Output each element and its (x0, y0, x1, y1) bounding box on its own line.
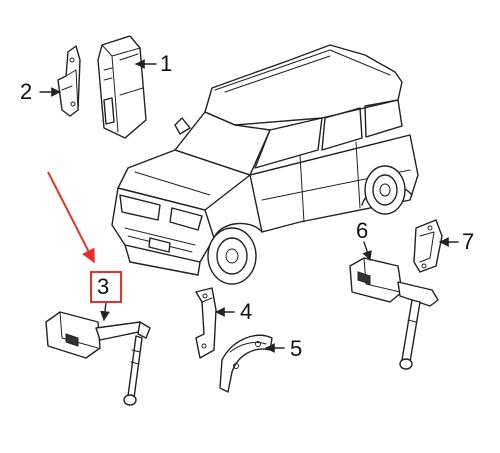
callout-3: 3 (97, 274, 110, 299)
part-6-height-sensor (349, 257, 439, 370)
highlight-arrow (47, 171, 95, 264)
part-4-bracket (195, 287, 217, 359)
part-3-height-sensor (45, 311, 151, 406)
callout-5: 5 (290, 336, 303, 361)
leader-arrow-3 (100, 301, 110, 321)
part-7-bracket (413, 219, 443, 273)
callout-7: 7 (462, 229, 475, 254)
callout-4: 4 (240, 299, 253, 324)
vehicle-illustration (111, 44, 419, 285)
part-2-bracket (57, 45, 81, 117)
callout-2: 2 (20, 79, 33, 104)
highlight-box (90, 271, 122, 303)
leader-arrow-6 (362, 241, 372, 261)
part-1-control-module (97, 35, 147, 139)
part-5-bracket (219, 334, 273, 393)
callout-1: 1 (160, 51, 173, 76)
callout-6: 6 (356, 218, 369, 243)
